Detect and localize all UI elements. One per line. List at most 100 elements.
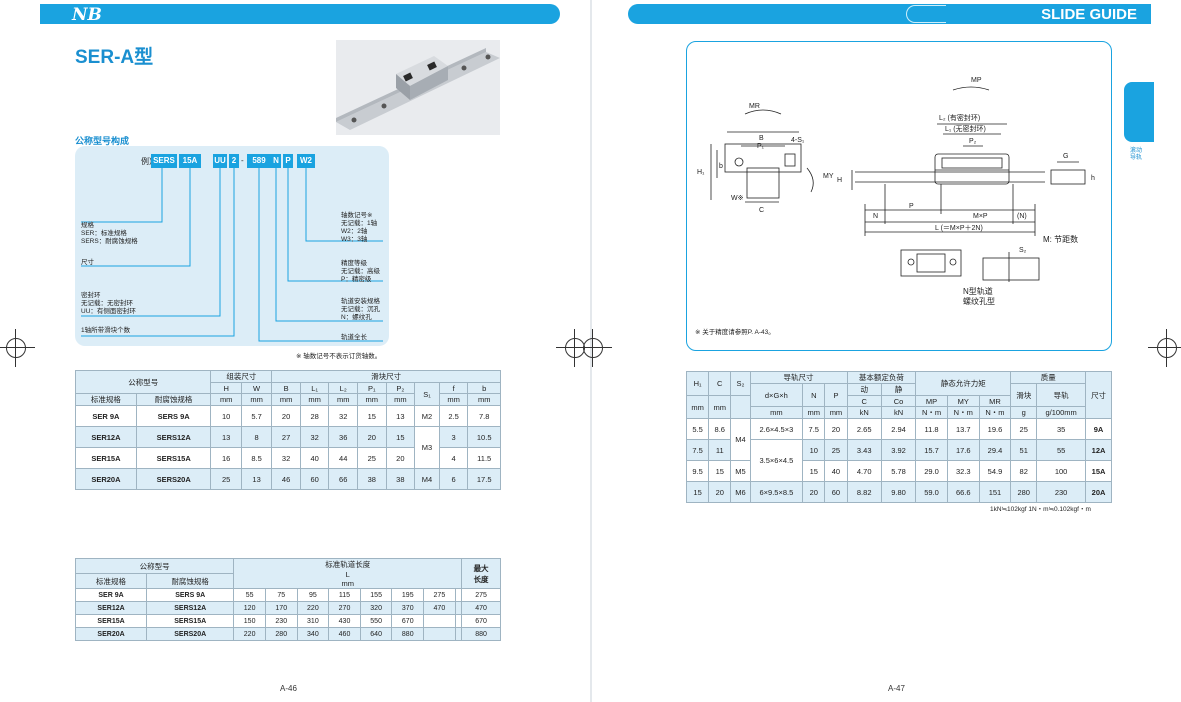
cell: 38 bbox=[385, 468, 416, 490]
cell: SERS12A bbox=[135, 426, 212, 448]
th-unit: mm bbox=[685, 395, 710, 419]
dimension-diagram: MR MP MY L₂ (有密封环) L₁ (无密封环) P₂ B P₁ 4-S… bbox=[686, 41, 1112, 351]
th-col: S₂ bbox=[730, 371, 751, 396]
cell: 370 bbox=[391, 601, 425, 615]
cell: SERS20A bbox=[135, 468, 212, 490]
right-page: SLIDE GUIDE 滚动导轨 bbox=[574, 0, 1181, 702]
cell: 220 bbox=[296, 601, 330, 615]
cell: SER12A bbox=[74, 601, 148, 615]
cell: 3 bbox=[438, 426, 469, 448]
dimension-table: 公称型号 组装尺寸 滑块尺寸 H W B L₁ L₂ P₁ P₂ S₁ f b … bbox=[74, 370, 501, 490]
th-col: 动 bbox=[846, 383, 882, 396]
label-p: P bbox=[909, 203, 914, 210]
cell: 100 bbox=[1036, 460, 1087, 482]
cell: 15 bbox=[708, 460, 732, 482]
cell: 15 bbox=[356, 405, 387, 427]
th-unit bbox=[730, 395, 751, 419]
code-seg-seal: UU bbox=[213, 154, 227, 168]
cell: 11 bbox=[708, 439, 732, 461]
cell: 3.92 bbox=[880, 439, 917, 461]
cell: 8.5 bbox=[240, 447, 273, 469]
model-code-diagram: 例） SERS 15A UU 2 - 589 N P W2 规格 SER：标准规… bbox=[75, 146, 389, 346]
cell: 5.5 bbox=[685, 418, 710, 440]
cell: 9.80 bbox=[880, 481, 917, 503]
label-c: C bbox=[759, 207, 764, 214]
cell: M6 bbox=[730, 481, 751, 503]
th-col: N bbox=[802, 383, 826, 407]
cell: 27 bbox=[271, 426, 301, 448]
cell: M2 bbox=[414, 405, 440, 427]
table-row: SER15A SERS15A 150 230 310 430 550 670 6… bbox=[74, 614, 501, 628]
code-seg-blocks: 2 bbox=[229, 154, 239, 168]
label-blocks: 1轴所带滑块个数 bbox=[81, 327, 131, 334]
th-unit: mm bbox=[210, 393, 242, 406]
th-size: 尺寸 bbox=[1085, 371, 1112, 419]
label-rail-length: 轨道全长 bbox=[341, 334, 367, 341]
table-row: SER20A SERS20A 220 280 340 460 640 880 8… bbox=[74, 627, 501, 641]
label-w: W※ bbox=[731, 195, 744, 202]
brand-title: SLIDE GUIDE bbox=[1041, 6, 1137, 23]
rail-load-table: H₁ C S₂ 导轨尺寸 基本额定负荷 静态允许力矩 质量 尺寸 d×G×h N… bbox=[685, 371, 1112, 503]
section-tab[interactable] bbox=[1124, 82, 1154, 142]
cell: 60 bbox=[299, 468, 330, 490]
page-title: SER-A型 bbox=[75, 47, 154, 68]
cell: 12A bbox=[1085, 439, 1112, 461]
label-mxp: M×P bbox=[973, 213, 988, 220]
code-seg-mount: N bbox=[271, 154, 281, 168]
th-col: P₂ bbox=[385, 382, 416, 394]
cell: 55 bbox=[233, 588, 266, 602]
table-row: SER12A SERS12A 120 170 220 270 320 370 4… bbox=[74, 601, 501, 615]
table-row: SER15A SERS15A 16 8.5 32 40 44 25 20 4 1… bbox=[75, 447, 501, 469]
cell: 20 bbox=[271, 405, 301, 427]
cell: 32 bbox=[299, 426, 330, 448]
cell: 7.5 bbox=[802, 418, 826, 440]
diagram-note: ※ 关于精度请参照P. A-43。 bbox=[695, 329, 775, 336]
th-std: 标准规格 bbox=[75, 393, 137, 406]
label-seal: 密封环 无记载：无密封环 UU：有侧面密封环 bbox=[81, 292, 136, 315]
th-model: 公称型号 bbox=[74, 370, 212, 394]
cell: 550 bbox=[359, 614, 393, 628]
label-g: G bbox=[1063, 153, 1068, 160]
cell: 5.7 bbox=[240, 405, 273, 427]
cell: SERS15A bbox=[135, 447, 212, 469]
th-col: C bbox=[708, 371, 732, 396]
th-unit: g/100mm bbox=[1036, 406, 1087, 419]
th-mass: 质量 bbox=[1010, 371, 1087, 384]
cell: 3.43 bbox=[846, 439, 882, 461]
cell: 155 bbox=[359, 588, 393, 602]
th-unit: mm bbox=[467, 393, 501, 406]
th-moment: 静态允许力矩 bbox=[915, 371, 1012, 396]
cell: 340 bbox=[296, 627, 330, 641]
label-n-type-2: 螺纹孔型 bbox=[963, 296, 995, 306]
cell: 3.5×6×4.5 bbox=[749, 439, 804, 482]
cell: 66 bbox=[328, 468, 358, 490]
cell: 8.6 bbox=[708, 418, 732, 440]
cell: 220 bbox=[233, 627, 266, 641]
th-corr: 耐腐蚀规格 bbox=[146, 573, 235, 589]
th-unit: mm bbox=[802, 406, 826, 419]
cell: 10 bbox=[802, 439, 826, 461]
cell: 25 bbox=[1010, 418, 1038, 440]
cell: 4 bbox=[438, 447, 469, 469]
cell: SER 9A bbox=[75, 405, 137, 427]
cell: 13.7 bbox=[946, 418, 980, 440]
th-col: 导轨 bbox=[1036, 383, 1087, 407]
cell: 15 bbox=[802, 460, 826, 482]
cell: 17.6 bbox=[946, 439, 980, 461]
cell: 470 bbox=[423, 601, 456, 615]
label-mp: MP bbox=[971, 77, 982, 84]
label-l1: L₁ (无密封环) bbox=[945, 124, 986, 133]
label-s1: 4-S₁ bbox=[791, 137, 805, 144]
cell: 20A bbox=[1085, 481, 1112, 503]
nb-logo: NB bbox=[72, 5, 102, 25]
th-rail: 导轨尺寸 bbox=[749, 371, 848, 384]
th-length-title: 标准轨道长度 bbox=[325, 560, 371, 569]
label-mr: MR bbox=[749, 103, 760, 110]
cell: 75 bbox=[264, 588, 298, 602]
cell: 195 bbox=[391, 588, 425, 602]
cell: 36 bbox=[328, 426, 358, 448]
th-length-symbol: L bbox=[345, 570, 350, 579]
cell: 82 bbox=[1010, 460, 1038, 482]
table-row: SER 9A SERS 9A 10 5.7 20 28 32 15 13 M2 … bbox=[75, 405, 501, 427]
cell: 15 bbox=[685, 481, 710, 503]
